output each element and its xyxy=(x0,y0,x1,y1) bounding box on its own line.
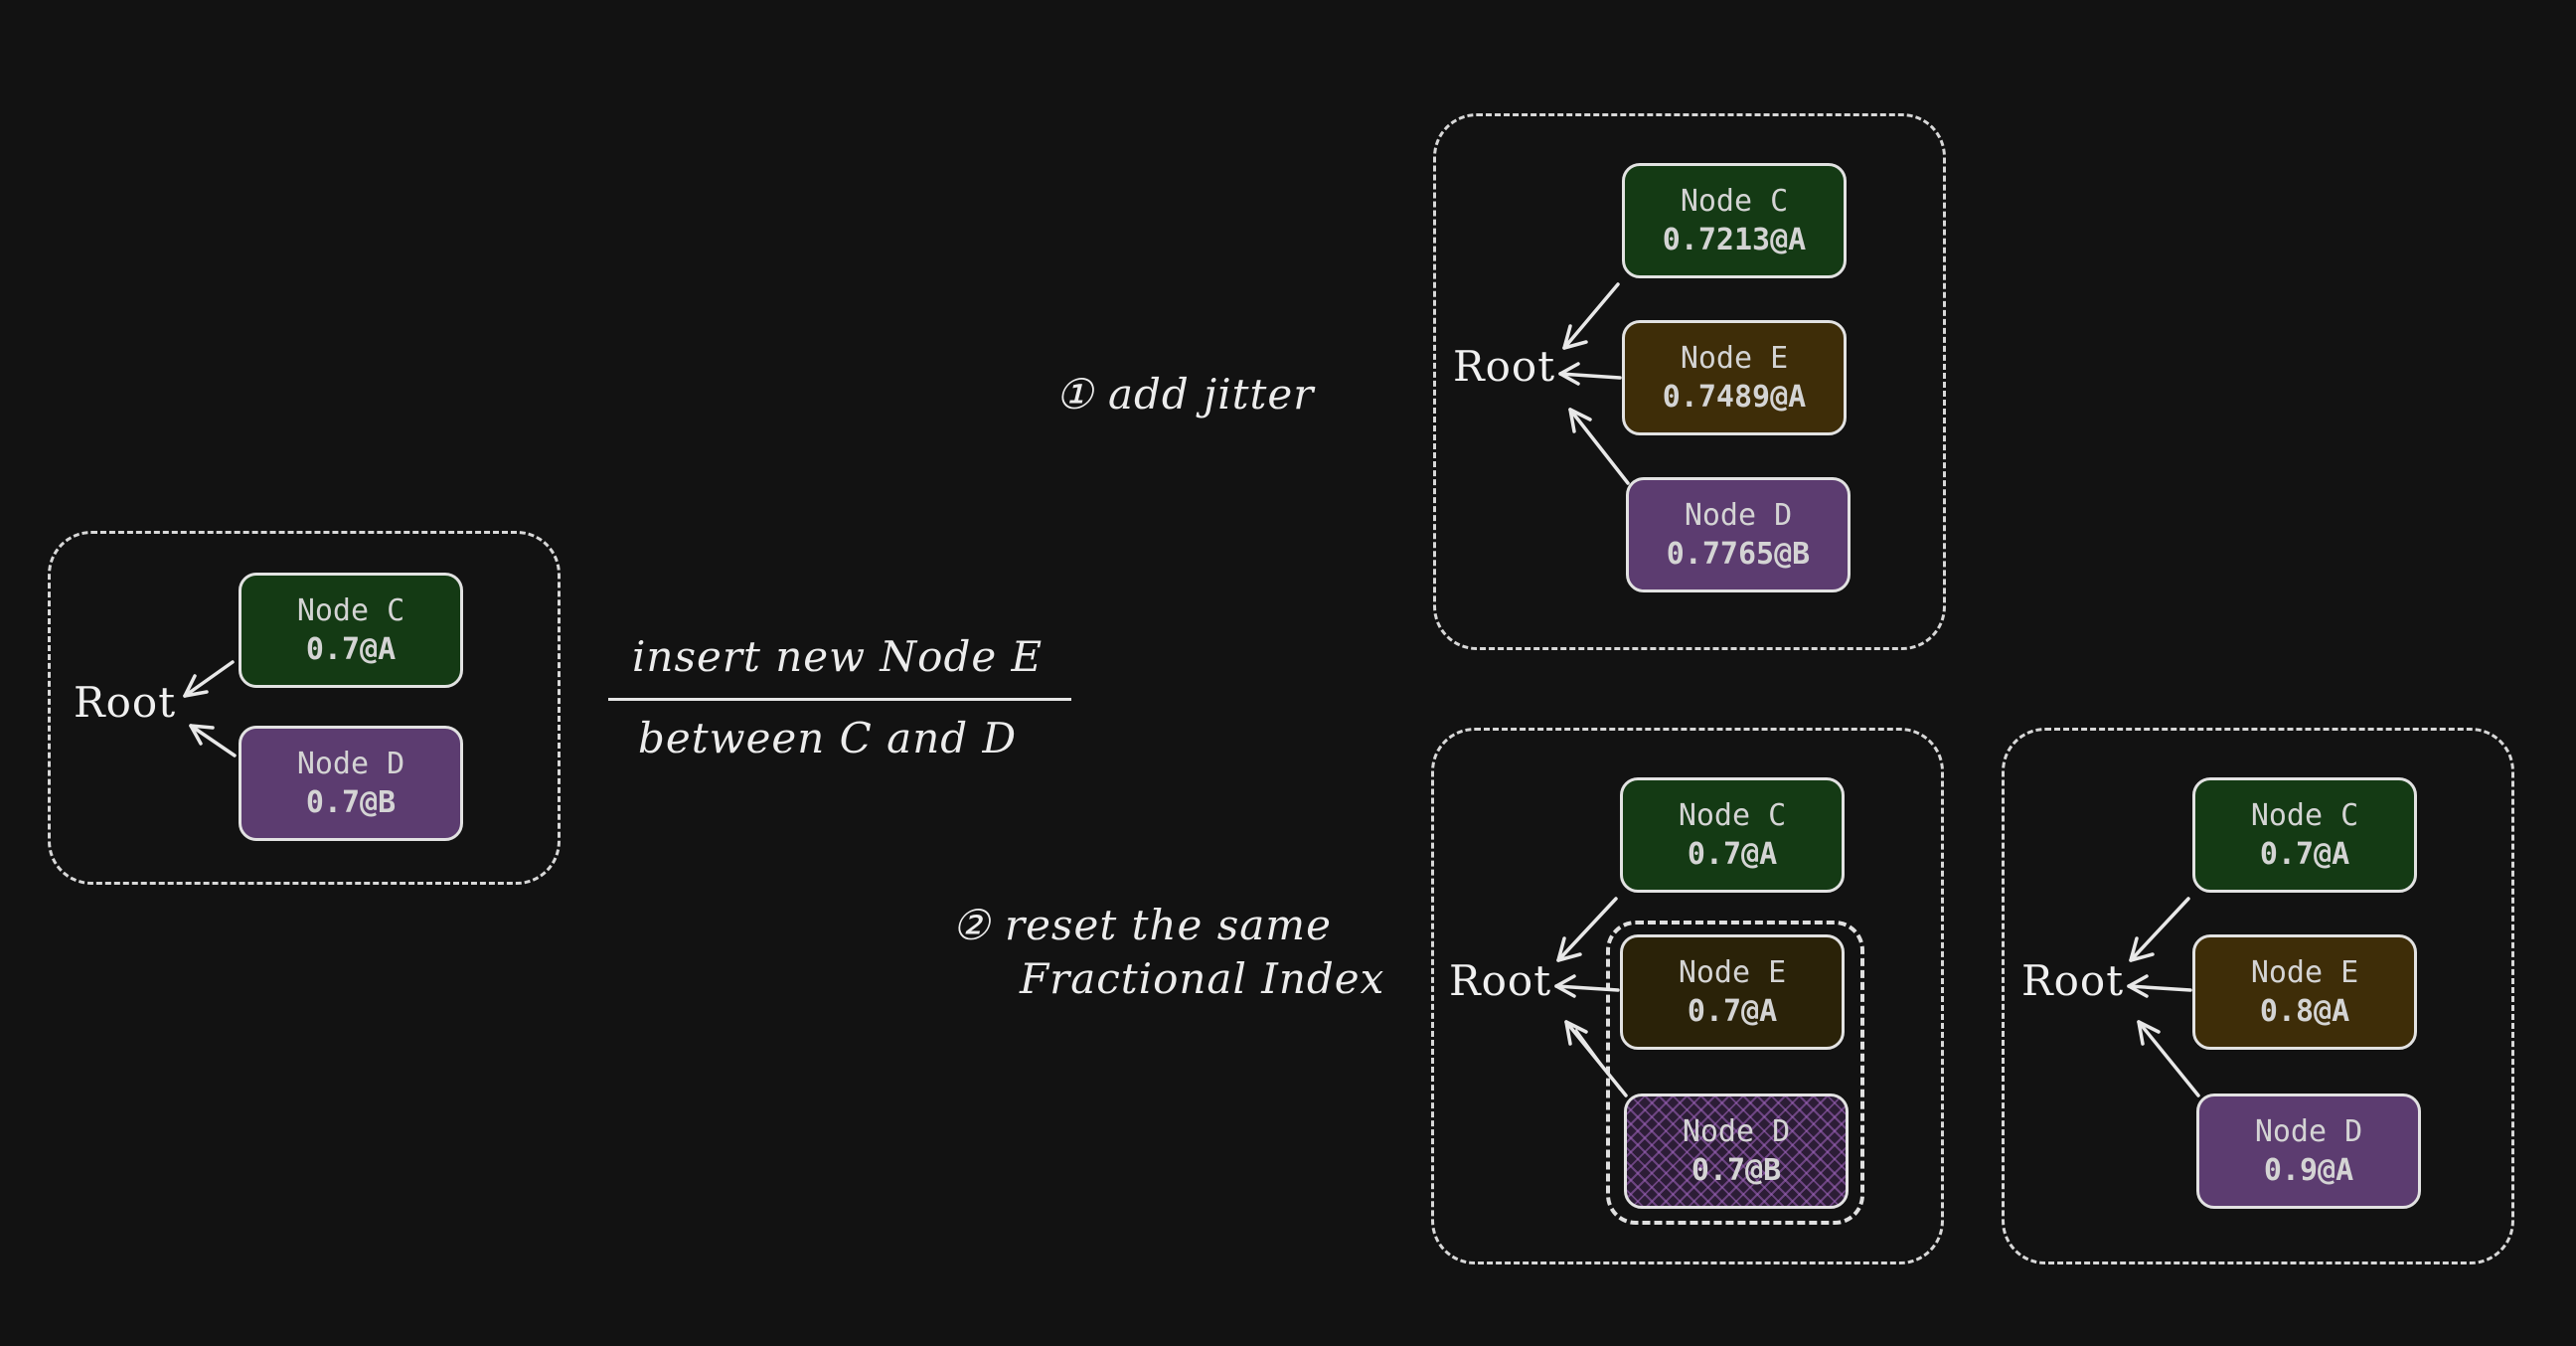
reset-root-label: Root xyxy=(1449,956,1552,1005)
jitter-root-label: Root xyxy=(1453,342,1556,391)
result-edge-c-to-root xyxy=(2129,897,2190,962)
node-fractional-index: 0.9@A xyxy=(2263,1153,2354,1188)
jitter-tree-frame xyxy=(1433,113,1946,650)
node-name: Node C xyxy=(1678,798,1787,833)
node-fractional-index: 0.7489@A xyxy=(1662,380,1807,415)
jitter-node-e: Node E 0.7489@A xyxy=(1622,320,1847,435)
reset-edge-c-to-root xyxy=(1556,897,1618,962)
node-fractional-index: 0.7@B xyxy=(305,785,397,820)
node-fractional-index: 0.7@B xyxy=(1690,1153,1782,1188)
node-name: Node D xyxy=(296,747,405,781)
node-fractional-index: 0.7765@B xyxy=(1666,537,1811,572)
reset-tree-frame xyxy=(1431,728,1944,1264)
step2-label-line1: ② reset the same xyxy=(952,901,1332,949)
insert-label-divider xyxy=(608,698,1071,701)
node-fractional-index: 0.7213@A xyxy=(1662,223,1807,257)
initial-edge-c-to-root xyxy=(183,660,235,698)
jitter-node-c: Node C 0.7213@A xyxy=(1622,163,1847,278)
node-name: Node D xyxy=(2254,1114,2363,1149)
node-fractional-index: 0.7@A xyxy=(2259,837,2350,872)
node-name: Node D xyxy=(1684,498,1793,533)
node-name: Node E xyxy=(1680,341,1789,376)
reset-edge-d-to-root xyxy=(1564,1020,1628,1097)
reset-node-c: Node C 0.7@A xyxy=(1620,777,1845,893)
node-fractional-index: 0.7@A xyxy=(1687,837,1778,872)
initial-edge-d-to-root xyxy=(189,724,237,757)
node-fractional-index: 0.7@A xyxy=(305,632,397,667)
node-name: Node D xyxy=(1682,1114,1791,1149)
reset-edge-e-to-root xyxy=(1554,974,1620,998)
initial-tree-frame xyxy=(48,531,561,885)
node-name: Node C xyxy=(2250,798,2359,833)
step1-label: ① add jitter xyxy=(1055,370,1315,419)
jitter-edge-d-to-root xyxy=(1568,408,1630,485)
step2-label-line2: Fractional Index xyxy=(1020,954,1385,1003)
result-node-d: Node D 0.9@A xyxy=(2196,1094,2421,1209)
reset-node-e: Node E 0.7@A xyxy=(1620,934,1845,1050)
result-node-c: Node C 0.7@A xyxy=(2192,777,2417,893)
result-edge-e-to-root xyxy=(2127,974,2192,998)
result-root-label: Root xyxy=(2021,956,2125,1005)
insert-label-line2: between C and D xyxy=(638,714,1018,762)
reset-node-d: Node D 0.7@B xyxy=(1624,1094,1849,1209)
insert-label-line1: insert new Node E xyxy=(632,632,1044,681)
node-name: Node E xyxy=(1678,955,1787,990)
jitter-edge-c-to-root xyxy=(1562,282,1620,350)
initial-root-label: Root xyxy=(74,678,177,727)
result-node-e: Node E 0.8@A xyxy=(2192,934,2417,1050)
jitter-node-d: Node D 0.7765@B xyxy=(1626,477,1851,592)
result-edge-d-to-root xyxy=(2137,1020,2200,1097)
node-name: Node C xyxy=(1680,184,1789,219)
node-fractional-index: 0.8@A xyxy=(2259,994,2350,1029)
initial-node-d: Node D 0.7@B xyxy=(239,726,463,841)
node-name: Node E xyxy=(2250,955,2359,990)
result-tree-frame xyxy=(2002,728,2514,1264)
initial-node-c: Node C 0.7@A xyxy=(239,573,463,688)
jitter-edge-e-to-root xyxy=(1558,362,1622,386)
node-name: Node C xyxy=(296,593,405,628)
node-fractional-index: 0.7@A xyxy=(1687,994,1778,1029)
